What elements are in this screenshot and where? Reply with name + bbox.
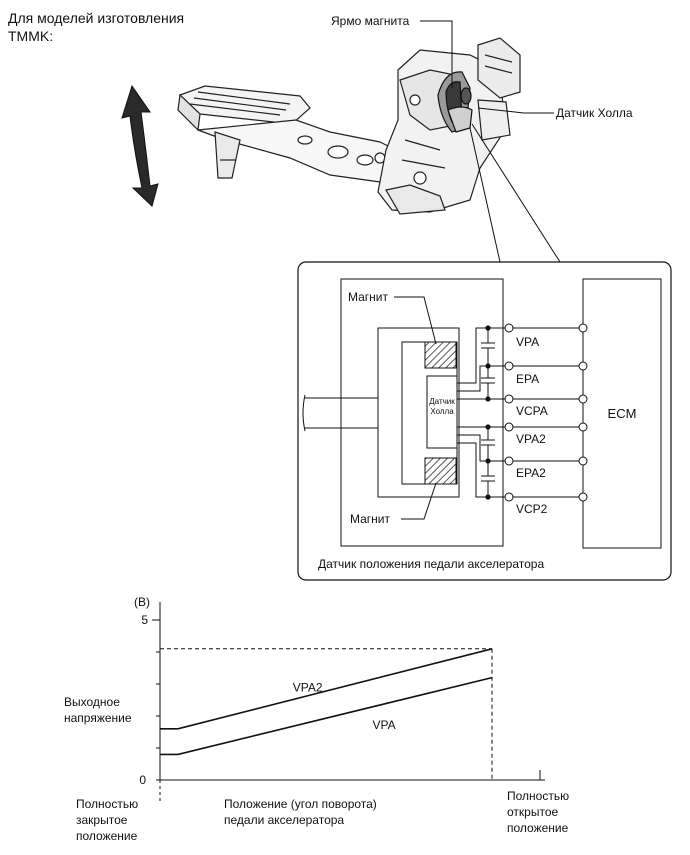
zoom-line-left [469,127,501,263]
x-end-label-line1: Полностью [507,789,570,803]
x-end-label-line2: открытое [507,805,559,819]
magnet-top-label: Магнит [348,290,389,304]
x-start-label-line3: положение [76,829,138,843]
schematic-caption: Датчик положения педали акселератора [318,557,544,571]
y-tick-label-5: 5 [141,613,148,627]
y-unit-label: (В) [134,595,150,609]
ecm-label: ECM [608,406,637,421]
x-axis-label-line1: Положение (угол поворота) [224,797,377,811]
magnet-bottom-label: Магнит [350,512,391,526]
x-start-label-line2: закрытое [76,813,128,827]
series-line-vpa2 [160,648,493,730]
hall-ic-label-line1: Датчик [429,397,455,406]
sensor-assembly [437,71,473,133]
terminal-label-vpa2: VPA2 [516,432,546,446]
terminal-label-vcpa: VCPA [516,404,548,418]
signal-wires [488,327,583,498]
terminal-label-vcp2: VCP2 [516,502,548,516]
hall-leader-line [477,107,554,114]
pedal-arm [197,119,399,183]
x-end-label-line3: положение [507,821,569,835]
junction-dots [485,325,491,500]
series-label-vpa: VPA [372,718,395,732]
y-axis-label-line1: Выходное [64,695,120,709]
hall-ic [426,375,458,449]
yoke-leader-line [420,20,453,88]
sensor-schematic: Магнит Магнит Датчик Холла VPA EPA VCPA … [297,261,672,581]
terminal-label-epa2: EPA2 [516,466,546,480]
magnet-bottom-leader [401,482,437,520]
yoke-callout-label: Ярмо магнита [331,14,410,28]
hall-sensor-callout-label: Датчик Холла [556,106,633,120]
y-axis-label-line2: напряжение [64,711,132,725]
magnet-top [424,341,457,369]
y-tick-label-0: 0 [139,773,146,787]
pedal-illustration [121,20,561,263]
magnet-bottom [424,457,457,485]
shaft-break-mark [302,394,306,432]
series-label-vpa2: VPA2 [293,681,323,695]
hall-ic-wiring [457,327,488,498]
hall-ic-label-line2: Холла [430,407,454,416]
zoom-line-right [471,123,561,263]
models-header-line1: Для моделей изготовления [8,10,185,26]
pedal-housing [377,37,521,215]
ecm-terminals [578,323,588,502]
x-start-label-line1: Полностью [76,797,139,811]
magnet-top-leader [394,296,437,345]
x-axis-label-line2: педали акселератора [224,813,345,827]
sensor-terminals [504,323,514,502]
schematic-frame [297,261,672,581]
double-arrow-icon [121,84,159,207]
series-line-vpa [160,676,493,756]
ecm-box [582,278,662,549]
terminal-label-epa: EPA [516,372,539,386]
terminal-label-vpa: VPA [516,335,539,349]
pedal-pad [177,85,311,132]
models-header-line2: TMMK: [8,28,54,44]
